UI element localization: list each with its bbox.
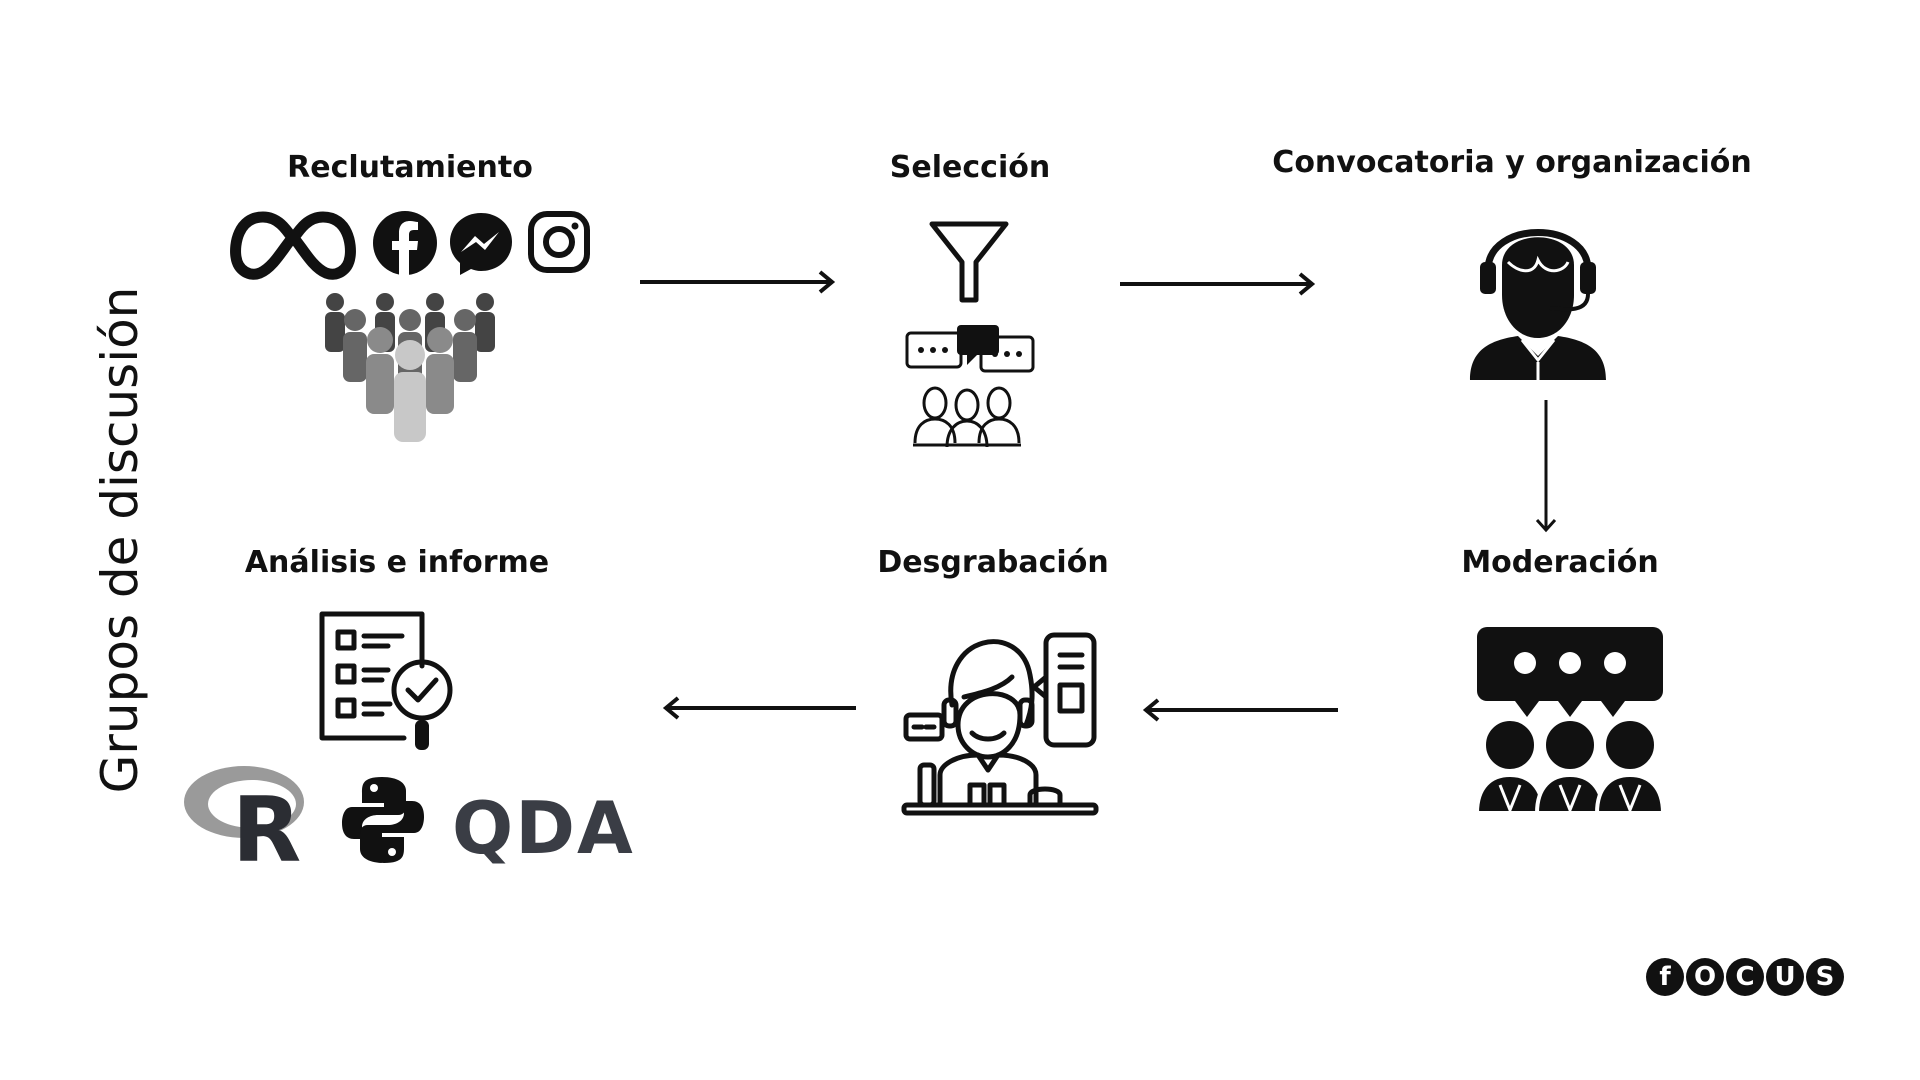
arrow-reclutamiento-to-seleccion [640, 270, 836, 294]
messenger-icon [450, 213, 512, 275]
facebook-icon [373, 211, 437, 276]
step-title-analisis: Análisis e informe [244, 545, 550, 580]
step-title-convocatoria: Convocatoria y organización [1272, 145, 1752, 180]
funnel-icon [929, 221, 1009, 303]
arrow-desgrabacion-to-analisis [662, 696, 856, 720]
r-logo-icon [184, 766, 304, 838]
arrow-convocatoria-to-moderacion [1535, 400, 1557, 533]
group-discussion-icon [1474, 627, 1666, 815]
step-title-reclutamiento: Reclutamiento [287, 150, 533, 185]
brand-letter-u: U [1766, 958, 1804, 996]
step-title-desgrabacion: Desgrabación [877, 545, 1109, 580]
call-center-operator-icon [1470, 229, 1606, 380]
transcriber-icon [901, 632, 1099, 816]
brand-letter-o: O [1686, 958, 1724, 996]
crowd-icon [325, 293, 495, 442]
arrow-moderacion-to-desgrabacion [1142, 698, 1338, 722]
meta-logo-icon [230, 211, 356, 280]
brand-letter-s: S [1806, 958, 1844, 996]
qda-logo-text: QDA [452, 786, 635, 870]
instagram-icon [528, 211, 590, 273]
side-title: Grupos de discusión [91, 286, 149, 794]
arrow-seleccion-to-convocatoria [1120, 272, 1316, 296]
focus-brand-logo: f O C U S [1646, 958, 1844, 996]
group-chat-icon [905, 325, 1035, 448]
brand-letter-c: C [1726, 958, 1764, 996]
r-logo-letter: R [232, 778, 302, 883]
brand-letter-f: f [1646, 958, 1684, 996]
python-logo-icon [342, 777, 424, 863]
step-title-seleccion: Selección [889, 150, 1051, 185]
checklist-magnifier-icon [319, 611, 453, 750]
step-title-moderacion: Moderación [1461, 545, 1659, 580]
